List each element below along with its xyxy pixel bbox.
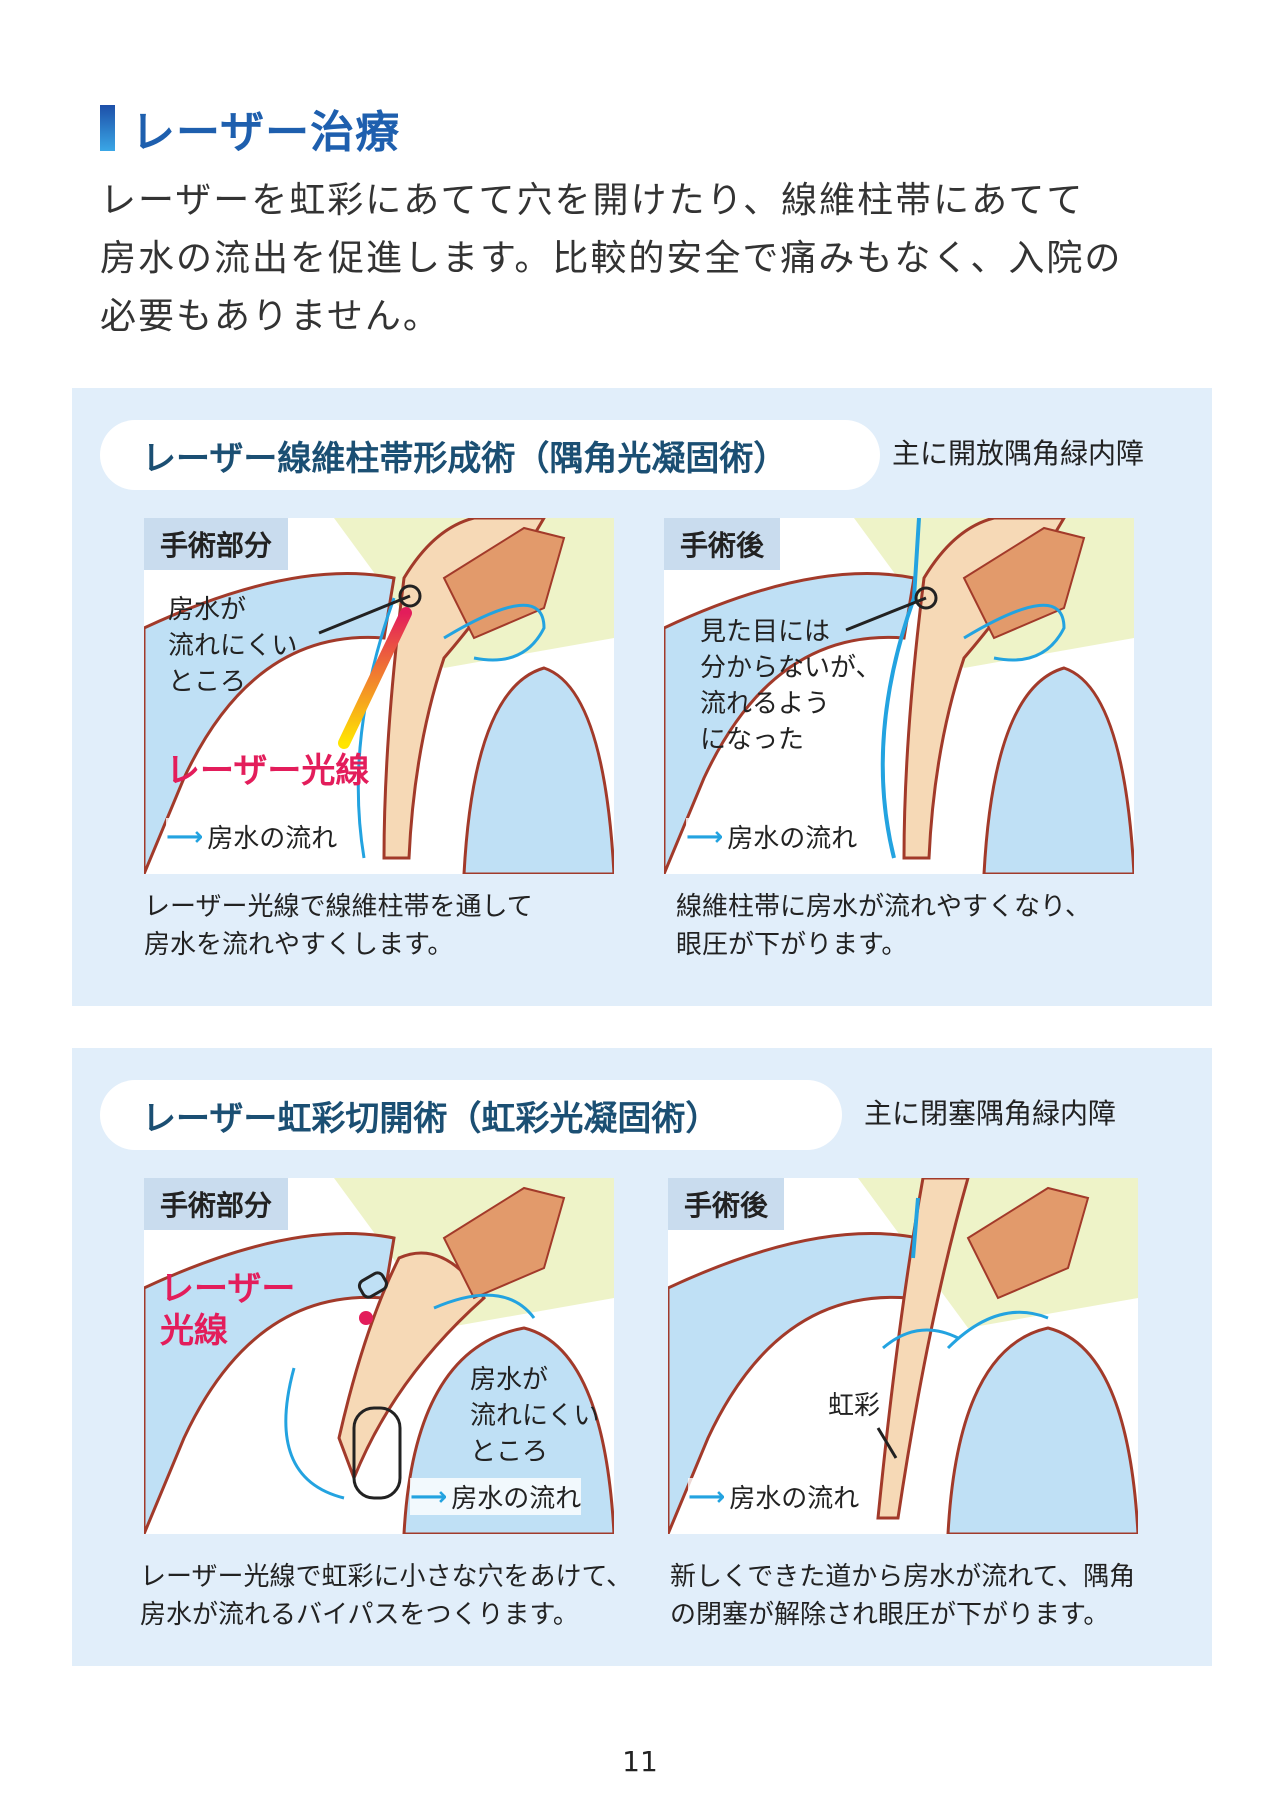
label-line: ところ bbox=[168, 667, 247, 697]
label-line: 流れるよう bbox=[700, 689, 831, 719]
figure-caption: レーザー光線で虹彩に小さな穴をあけて、 房水が流れるバイパスをつくります。 bbox=[140, 1558, 632, 1634]
figure-before-slt: 手術部分 房水が 流れにくい ところ レーザー光線 ⟶ 房水の流れ bbox=[144, 518, 614, 874]
label-line: 房水が bbox=[470, 1365, 549, 1395]
figure-tag: 手術後 bbox=[664, 518, 781, 570]
caption-line: 房水を流れやすくします。 bbox=[144, 930, 454, 960]
figure-tag: 手術後 bbox=[668, 1178, 785, 1230]
label-line: になった bbox=[700, 725, 805, 755]
figure-after-slt: 手術後 見た目には 分からないが、 流れるよう になった ⟶ 房水の流れ bbox=[664, 518, 1134, 874]
intro-paragraph: レーザーを虹彩にあてて穴を開けたり、線維柱帯にあてて 房水の流出を促進します。比… bbox=[100, 172, 1200, 346]
problem-area-label: 房水が 流れにくい ところ bbox=[168, 592, 297, 700]
eye-angle-illustration bbox=[144, 518, 614, 874]
lpi-panel: レーザー虹彩切開術（虹彩光凝固術） 主に閉塞隅角緑内障 手術部分 レーザー 光線… bbox=[72, 1048, 1212, 1666]
intro-line: 必要もありません。 bbox=[100, 296, 441, 337]
flow-legend: ⟶ 房水の流れ bbox=[410, 1478, 582, 1515]
page-number: 11 bbox=[622, 1745, 658, 1778]
target-condition: 主に開放隅角緑内障 bbox=[892, 437, 1145, 470]
result-label: 見た目には 分からないが、 流れるよう になった bbox=[700, 614, 881, 758]
figure-after-lpi: 手術後 虹彩 ⟶ 房水の流れ bbox=[668, 1178, 1138, 1534]
flow-arrow-icon: ⟶ bbox=[688, 1481, 726, 1512]
procedure-title-pill: レーザー線維柱帯形成術（隅角光凝固術） bbox=[100, 420, 880, 490]
caption-line: 房水が流れるバイパスをつくります。 bbox=[140, 1600, 579, 1630]
figure-caption: レーザー光線で線維柱帯を通して 房水を流れやすくします。 bbox=[144, 888, 533, 964]
figure-tag: 手術部分 bbox=[144, 518, 289, 570]
label-line: 流れにくい bbox=[168, 631, 298, 661]
flow-legend: ⟶ 房水の流れ bbox=[686, 818, 858, 855]
problem-area-label: 房水が 流れにくい ところ bbox=[470, 1362, 599, 1470]
laser-line: レーザー bbox=[160, 1269, 296, 1309]
label-line: ところ bbox=[470, 1437, 549, 1467]
caption-line: の閉塞が解除され眼圧が下がります。 bbox=[670, 1600, 1110, 1630]
eye-angle-illustration bbox=[668, 1178, 1138, 1534]
heading-bar bbox=[100, 105, 115, 151]
figure-before-lpi: 手術部分 レーザー 光線 房水が 流れにくい ところ ⟶ 房水の流れ bbox=[144, 1178, 614, 1534]
flow-legend: ⟶ 房水の流れ bbox=[166, 818, 338, 855]
caption-line: レーザー光線で線維柱帯を通して bbox=[144, 892, 533, 922]
laser-line: 光線 bbox=[160, 1311, 228, 1351]
caption-line: 新しくできた道から房水が流れて、隅角 bbox=[670, 1562, 1136, 1592]
caption-line: 線維柱帯に房水が流れやすくなり、 bbox=[676, 892, 1091, 922]
label-line: 流れにくい bbox=[470, 1401, 600, 1431]
laser-label: レーザー光線 bbox=[166, 751, 370, 791]
figure-tag: 手術部分 bbox=[144, 1178, 289, 1230]
eye-angle-illustration bbox=[144, 1178, 614, 1534]
figure-caption: 新しくできた道から房水が流れて、隅角 の閉塞が解除され眼圧が下がります。 bbox=[670, 1558, 1135, 1634]
procedure-title-pill: レーザー虹彩切開術（虹彩光凝固術） bbox=[100, 1080, 842, 1150]
flow-legend-text: 房水の流れ bbox=[207, 824, 338, 854]
figure-caption: 線維柱帯に房水が流れやすくなり、 眼圧が下がります。 bbox=[676, 888, 1091, 964]
label-line: 分からないが、 bbox=[700, 653, 882, 683]
caption-line: 眼圧が下がります。 bbox=[676, 930, 908, 960]
intro-line: 房水の流出を促進します。比較的安全で痛みもなく、入院の bbox=[100, 238, 1123, 279]
flow-legend-text: 房水の流れ bbox=[727, 824, 858, 854]
flow-legend-text: 房水の流れ bbox=[729, 1484, 860, 1514]
page-title: レーザー治療 bbox=[131, 107, 401, 158]
flow-legend: ⟶ 房水の流れ bbox=[688, 1478, 860, 1515]
intro-line: レーザーを虹彩にあてて穴を開けたり、線維柱帯にあてて bbox=[100, 180, 1085, 221]
flow-legend-text: 房水の流れ bbox=[451, 1484, 582, 1514]
eye-angle-illustration bbox=[664, 518, 1134, 874]
flow-arrow-icon: ⟶ bbox=[686, 821, 724, 852]
label-line: 房水が bbox=[168, 595, 247, 625]
label-line: 見た目には bbox=[700, 617, 831, 647]
section-heading: レーザー治療 bbox=[100, 96, 400, 160]
iris-label: 虹彩 bbox=[828, 1391, 881, 1421]
caption-line: レーザー光線で虹彩に小さな穴をあけて、 bbox=[140, 1562, 633, 1592]
laser-label: レーザー 光線 bbox=[160, 1268, 295, 1352]
flow-arrow-icon: ⟶ bbox=[166, 821, 204, 852]
flow-arrow-icon: ⟶ bbox=[410, 1481, 448, 1512]
slt-panel: レーザー線維柱帯形成術（隅角光凝固術） 主に開放隅角緑内障 手術部分 房水が 流… bbox=[72, 388, 1212, 1006]
target-condition: 主に閉塞隅角緑内障 bbox=[864, 1097, 1117, 1130]
